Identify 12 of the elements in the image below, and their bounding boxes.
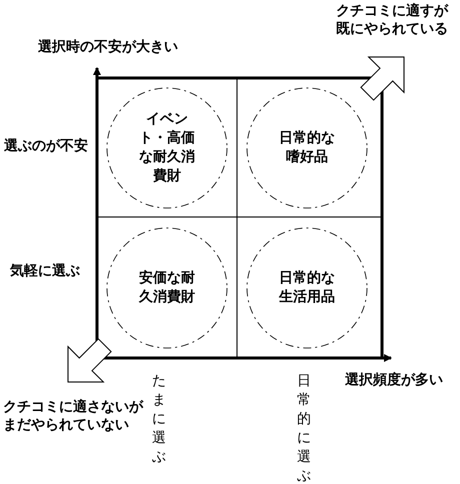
category-circle: 安価な耐久消費財 <box>106 227 228 349</box>
category-circle: イベント・高価な耐久消費財 <box>106 87 228 209</box>
axis-title: 選択時の不安が大きい <box>38 38 179 56</box>
axis-label: 日常的に選ぶ <box>297 372 312 484</box>
axis-label: 選ぶのが不安 <box>4 137 89 155</box>
axis-title: 選択頻度が多い <box>345 371 444 389</box>
axis-label: たまに選ぶ <box>152 372 167 467</box>
corner-note: クチコミに適すが既にやられている <box>336 2 450 38</box>
axis-label: 気軽に選ぶ <box>10 262 81 280</box>
corner-note: クチコミに適さないがまだやられていない <box>3 398 143 434</box>
category-circle: 日常的な生活用品 <box>246 227 368 349</box>
category-circle: 日常的な嗜好品 <box>246 87 368 209</box>
